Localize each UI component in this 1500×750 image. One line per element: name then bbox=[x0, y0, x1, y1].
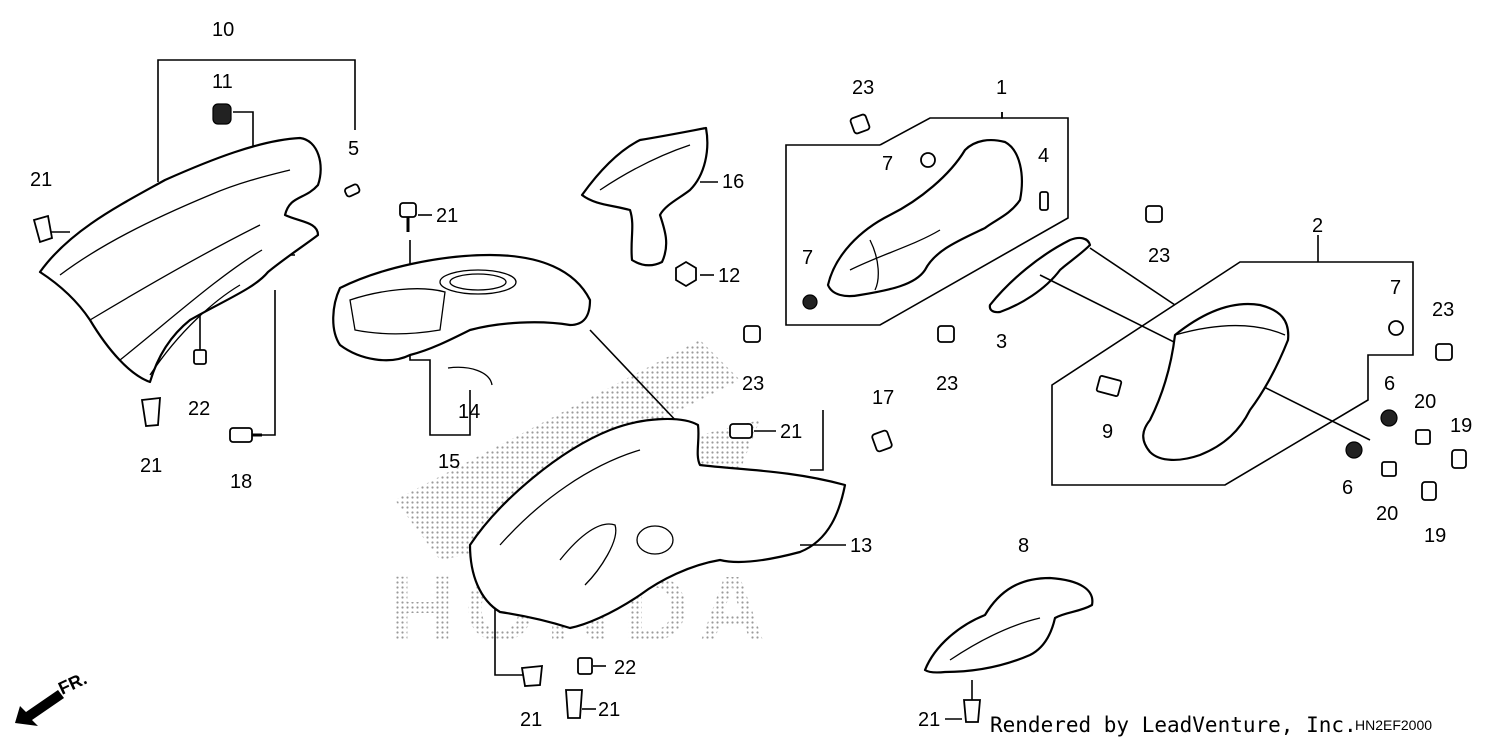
callout-22: 22 bbox=[614, 657, 636, 679]
callout-5: 5 bbox=[348, 138, 359, 160]
inner-cover-2[interactable] bbox=[1142, 302, 1290, 461]
collar-7-right[interactable] bbox=[1388, 320, 1404, 336]
callout-21: 21 bbox=[780, 421, 802, 443]
callout-21: 21 bbox=[140, 455, 162, 477]
trim-clip-21-left[interactable] bbox=[32, 214, 54, 244]
callout-17: 17 bbox=[872, 387, 894, 409]
callout-2: 2 bbox=[1312, 215, 1323, 237]
callout-23: 23 bbox=[852, 77, 874, 99]
callout-23: 23 bbox=[1432, 299, 1454, 321]
bolt-22-left[interactable] bbox=[193, 349, 207, 365]
right-side-cover[interactable] bbox=[468, 417, 847, 630]
front-arrow-icon bbox=[15, 690, 64, 726]
callout-16: 16 bbox=[722, 171, 744, 193]
callout-11: 11 bbox=[212, 71, 233, 93]
callout-23: 23 bbox=[936, 373, 958, 395]
callout-14: 14 bbox=[458, 401, 480, 423]
callout-1: 1 bbox=[996, 77, 1007, 99]
callout-6: 6 bbox=[1342, 477, 1353, 499]
bolt-19-lower[interactable] bbox=[1421, 481, 1437, 501]
callout-21: 21 bbox=[598, 699, 620, 721]
collar-7-mid[interactable] bbox=[802, 294, 818, 310]
callout-13: 13 bbox=[850, 535, 872, 557]
right-side-cover-group bbox=[468, 329, 893, 719]
bolt-23-right[interactable] bbox=[1435, 343, 1453, 361]
callout-7: 7 bbox=[802, 247, 813, 269]
stay-3-group bbox=[937, 205, 1163, 343]
washer-20-lower[interactable] bbox=[1381, 461, 1397, 477]
bolt-23-lower[interactable] bbox=[937, 325, 955, 343]
callout-6: 6 bbox=[1384, 373, 1395, 395]
diagram-code: HN2EF2000 bbox=[1355, 717, 1432, 733]
clip-14[interactable] bbox=[447, 366, 493, 386]
bolt-18[interactable] bbox=[229, 427, 262, 443]
spring-4[interactable] bbox=[1039, 191, 1049, 211]
bolt-19-upper[interactable] bbox=[1451, 449, 1467, 469]
callout-19: 19 bbox=[1424, 525, 1446, 547]
nut-12[interactable] bbox=[675, 260, 697, 288]
trim-clip-21-bottom-2[interactable] bbox=[565, 689, 583, 719]
front-direction-arrow: FR. bbox=[15, 668, 90, 726]
bolt-23-mid[interactable] bbox=[743, 325, 761, 343]
cover-8[interactable] bbox=[923, 576, 1094, 674]
callout-20: 20 bbox=[1376, 503, 1398, 525]
inner-cover-1-group bbox=[743, 112, 1069, 343]
nut-6-upper[interactable] bbox=[1380, 409, 1398, 427]
callout-3: 3 bbox=[996, 331, 1007, 353]
grommet-5[interactable] bbox=[344, 183, 361, 198]
callout-labels: 10 11 5 21 22 21 18 21 14 15 16 12 23 1 … bbox=[30, 19, 1472, 731]
callout-19: 19 bbox=[1450, 415, 1472, 437]
trim-clip-21-bottom-left[interactable] bbox=[140, 396, 161, 427]
clip-11[interactable] bbox=[212, 103, 232, 125]
callout-23: 23 bbox=[1148, 245, 1170, 267]
bolt-17[interactable] bbox=[871, 429, 893, 453]
stay-3[interactable] bbox=[988, 236, 1092, 314]
callout-7: 7 bbox=[1390, 277, 1401, 299]
fuel-tank-cover-group bbox=[332, 202, 592, 436]
bolt-21-right-cover[interactable] bbox=[729, 423, 753, 439]
bracket-16-group bbox=[580, 126, 709, 288]
callout-21: 21 bbox=[918, 709, 940, 731]
callout-4: 4 bbox=[1038, 145, 1049, 167]
callout-21: 21 bbox=[520, 709, 542, 731]
plate-9[interactable] bbox=[1095, 374, 1123, 398]
callout-8: 8 bbox=[1018, 535, 1029, 557]
callout-9: 9 bbox=[1102, 421, 1113, 443]
callout-21: 21 bbox=[30, 169, 52, 191]
bolt-23-stay[interactable] bbox=[1145, 205, 1163, 223]
footer-credit: Rendered by LeadVenture, Inc. bbox=[990, 713, 1357, 737]
bolt-21-tank[interactable] bbox=[399, 202, 417, 232]
inner-cover-2-group bbox=[1039, 235, 1467, 501]
left-side-cover-group bbox=[32, 59, 361, 443]
callout-22: 22 bbox=[188, 398, 210, 420]
callout-18: 18 bbox=[230, 471, 252, 493]
bolt-22-bottom[interactable] bbox=[577, 657, 593, 675]
trim-clip-21-cover8[interactable] bbox=[963, 699, 981, 723]
collar-7-top[interactable] bbox=[920, 152, 936, 168]
cover-8-group bbox=[923, 576, 1094, 723]
callout-7: 7 bbox=[882, 153, 893, 175]
bracket-16[interactable] bbox=[580, 126, 709, 267]
callout-20: 20 bbox=[1414, 391, 1436, 413]
bolt-23-top[interactable] bbox=[849, 113, 871, 135]
callout-21: 21 bbox=[436, 205, 458, 227]
nut-6-lower[interactable] bbox=[1345, 441, 1363, 459]
callout-10: 10 bbox=[212, 19, 234, 41]
washer-20-upper[interactable] bbox=[1415, 429, 1431, 445]
left-side-cover[interactable] bbox=[38, 136, 322, 384]
callout-15: 15 bbox=[438, 451, 460, 473]
callout-12: 12 bbox=[718, 265, 740, 287]
trim-clip-21-bottom[interactable] bbox=[520, 664, 544, 687]
callout-23: 23 bbox=[742, 373, 764, 395]
